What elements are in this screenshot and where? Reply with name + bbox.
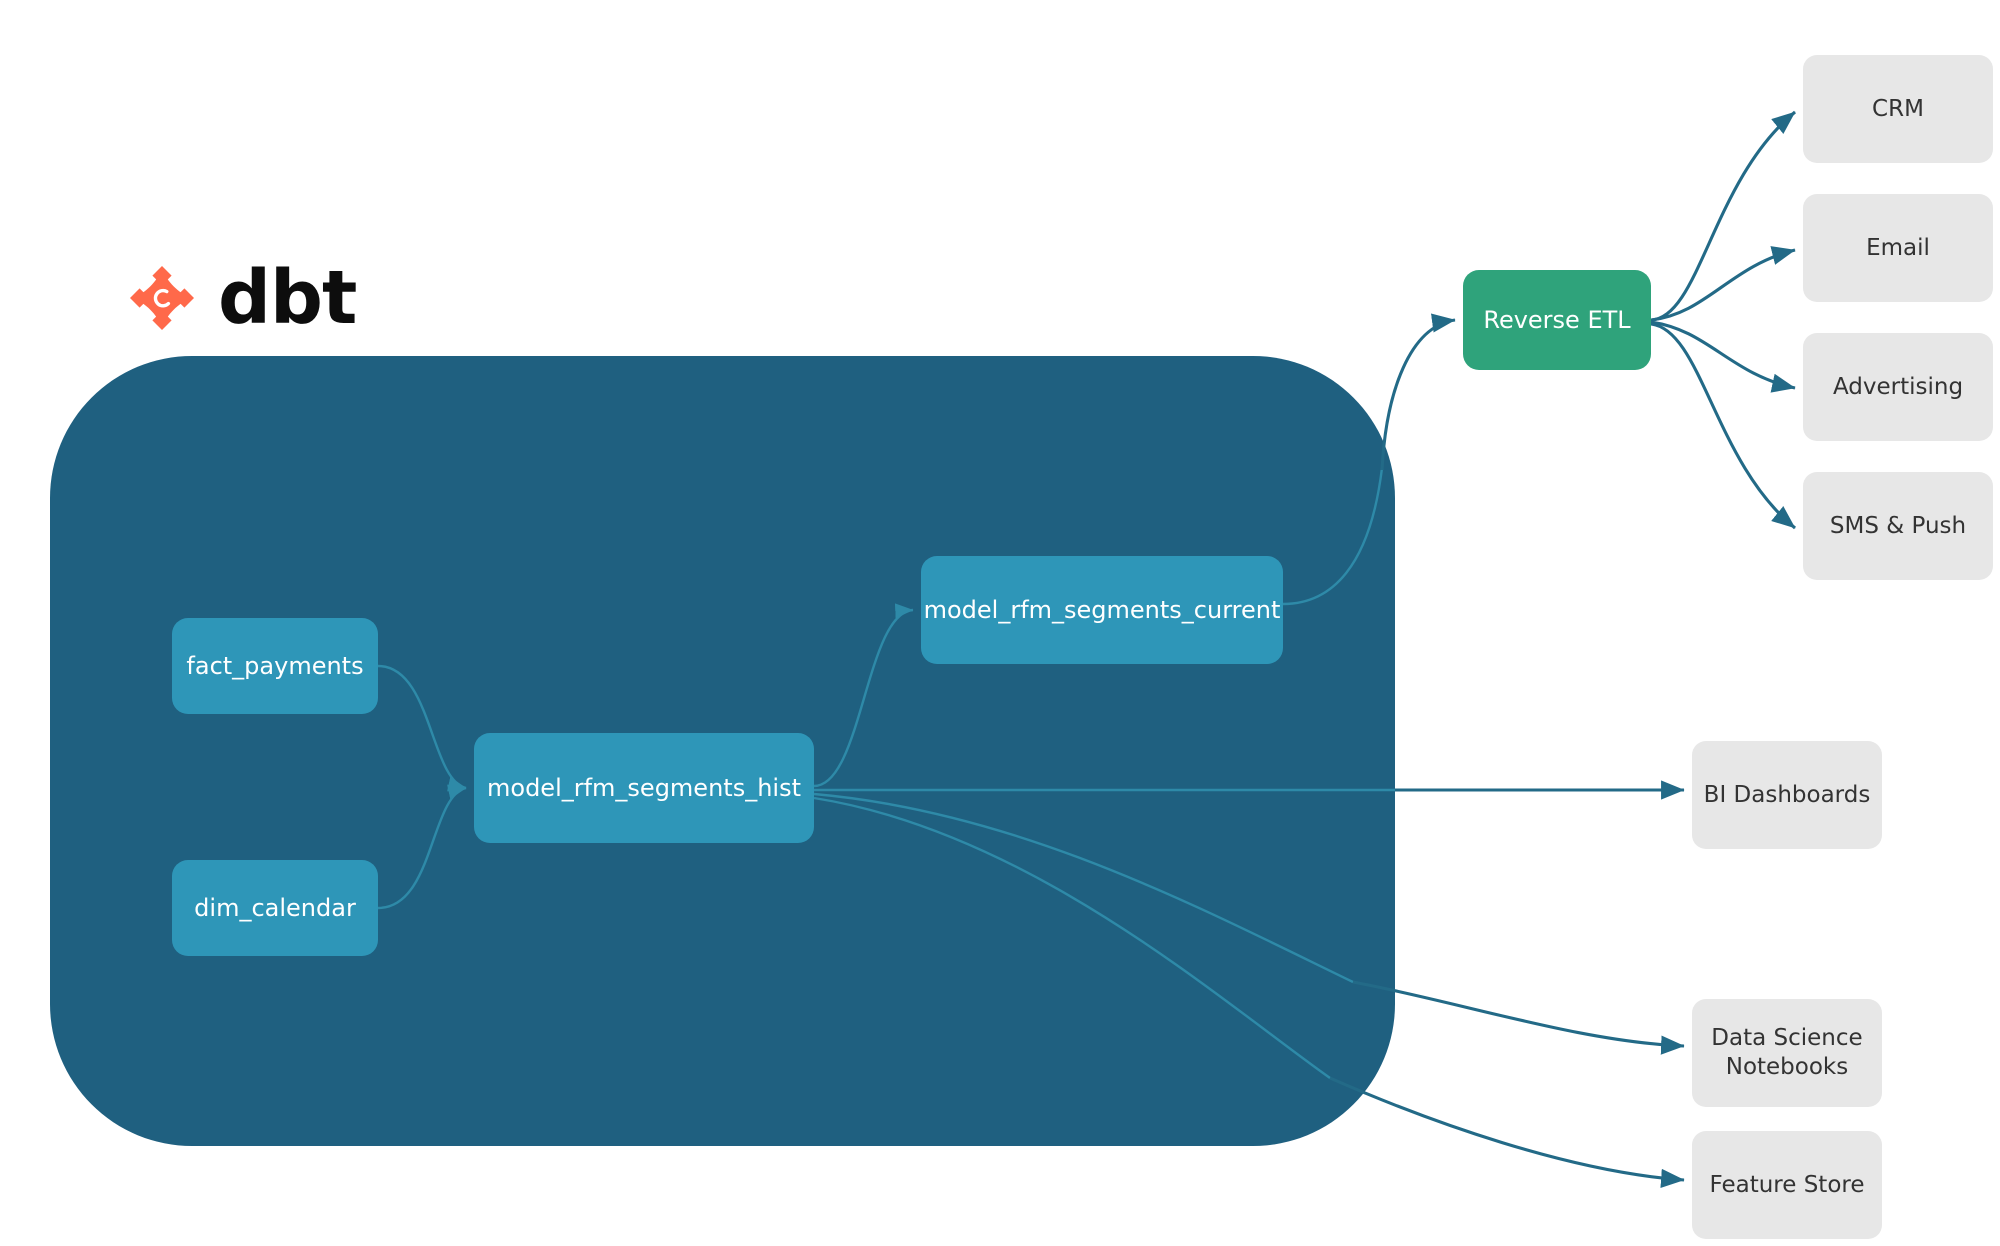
edge-project-to-reverse-etl	[1380, 313, 1456, 471]
dbt-logo-icon	[130, 266, 194, 330]
node-label: dim_calendar	[194, 894, 356, 922]
destination-node-crm[interactable]: CRM	[1803, 55, 1993, 163]
node-label: Reverse ETL	[1483, 306, 1631, 334]
destination-node-feature-store[interactable]: Feature Store	[1692, 1131, 1882, 1239]
node-label: Data Science Notebooks	[1711, 1024, 1862, 1082]
destination-node-email[interactable]: Email	[1803, 194, 1993, 302]
model-node-rfm-segments-hist[interactable]: model_rfm_segments_hist	[474, 733, 814, 843]
node-label: fact_payments	[186, 652, 364, 680]
node-label: CRM	[1872, 95, 1924, 122]
edge-reverse-etl-to-advertising	[1650, 320, 1796, 393]
node-label: Advertising	[1832, 373, 1964, 400]
model-node-fact-payments[interactable]: fact_payments	[172, 618, 378, 714]
destination-node-bi-dashboards[interactable]: BI Dashboards	[1692, 741, 1882, 849]
destination-node-advertising[interactable]: Advertising	[1803, 333, 1993, 441]
model-node-dim-calendar[interactable]: dim_calendar	[172, 860, 378, 956]
node-label-line2: Notebooks	[1725, 1054, 1849, 1080]
edge-reverse-etl-to-email	[1650, 246, 1796, 322]
node-label: Email	[1866, 234, 1930, 261]
service-node-reverse-etl[interactable]: Reverse ETL	[1463, 270, 1651, 370]
edge-project-to-feature-store	[1329, 1076, 1685, 1188]
node-label: SMS & Push	[1829, 512, 1967, 539]
destination-node-data-science-notebooks[interactable]: Data Science Notebooks	[1692, 999, 1882, 1107]
destination-node-sms-push[interactable]: SMS & Push	[1803, 472, 1993, 580]
node-label: Feature Store	[1709, 1171, 1865, 1198]
node-label: BI Dashboards	[1703, 781, 1871, 808]
dbt-brand: dbt	[122, 255, 357, 341]
edge-reverse-etl-to-crm	[1650, 110, 1796, 322]
model-node-rfm-segments-current[interactable]: model_rfm_segments_current	[921, 556, 1283, 664]
edge-reverse-etl-to-sms-push	[1650, 322, 1796, 530]
dbt-wordmark: dbt	[218, 255, 357, 341]
edge-project-to-ds-notebooks	[1352, 980, 1685, 1055]
node-label: model_rfm_segments_current	[923, 596, 1281, 624]
node-label-line1: Data Science	[1711, 1025, 1863, 1052]
node-label: model_rfm_segments_hist	[487, 774, 801, 802]
